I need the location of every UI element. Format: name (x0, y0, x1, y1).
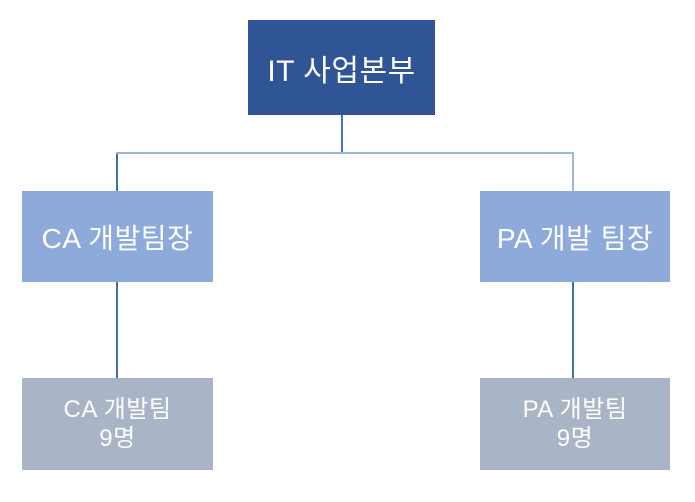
connector-right-manager-to-team (572, 282, 574, 378)
connector-left-drop (116, 154, 118, 191)
connector-left-manager-to-team (116, 282, 118, 378)
org-node-it-division-label: IT 사업본부 (267, 54, 416, 88)
connector-horizontal-rail (116, 152, 574, 154)
org-node-ca-dev-team-name: CA 개발팀 (63, 396, 172, 423)
org-node-pa-dev-team-name: PA 개발팀 (522, 396, 628, 423)
org-node-ca-dev-team: CA 개발팀 9명 (22, 378, 213, 470)
org-node-ca-dev-team-headcount: 9명 (99, 425, 136, 452)
org-node-it-division: IT 사업본부 (248, 20, 435, 115)
org-node-pa-dev-team-lead-label: PA 개발 팀장 (496, 222, 654, 254)
org-node-ca-dev-team-lead-label: CA 개발팀장 (41, 222, 194, 254)
connector-root-stem (341, 115, 343, 153)
org-node-ca-dev-team-lead: CA 개발팀장 (22, 191, 213, 282)
connector-right-drop (572, 154, 574, 191)
org-node-pa-dev-team-headcount: 9명 (556, 425, 594, 452)
org-node-pa-dev-team-lead: PA 개발 팀장 (480, 191, 670, 282)
org-node-pa-dev-team: PA 개발팀 9명 (480, 378, 670, 470)
